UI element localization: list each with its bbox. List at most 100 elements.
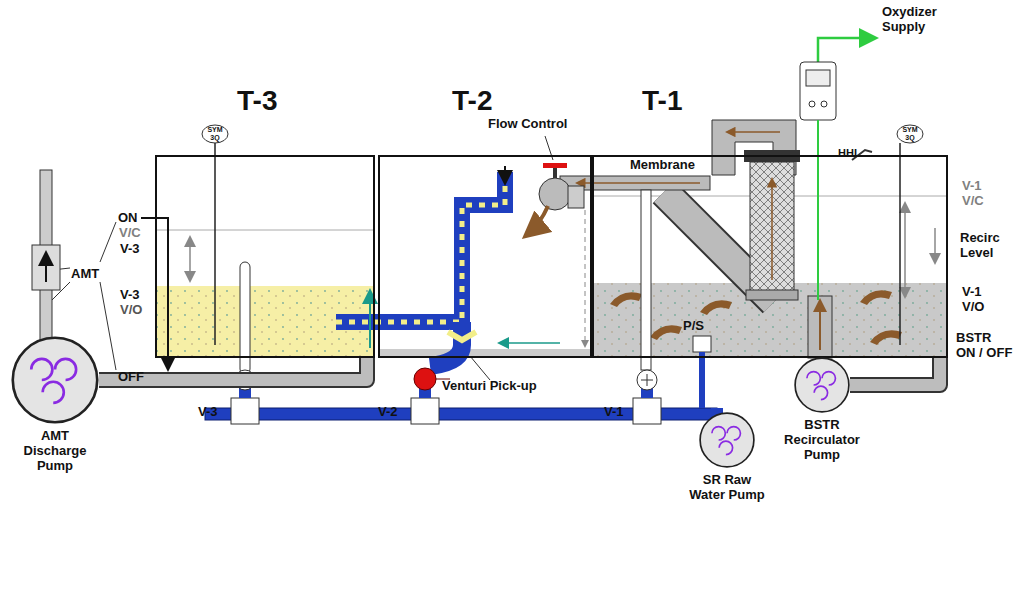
impeller-swirl bbox=[719, 441, 732, 454]
part-label: ON bbox=[118, 210, 138, 225]
symbol-tag: SYM 3Q bbox=[898, 126, 922, 142]
part-label: Recirc Level bbox=[960, 230, 1020, 260]
impeller-swirl bbox=[727, 427, 740, 440]
impeller-swirl bbox=[712, 427, 725, 440]
tank-title: T-1 bbox=[642, 85, 682, 117]
illustration-part bbox=[809, 101, 815, 107]
illustration-part bbox=[818, 38, 874, 62]
impeller-swirl bbox=[43, 382, 64, 403]
illustration-part bbox=[202, 125, 228, 143]
pump-label: BSTR Recirculator Pump bbox=[774, 417, 870, 462]
pump-symbol bbox=[699, 412, 755, 468]
part-label: HHL bbox=[838, 146, 861, 161]
pump-circle: BSTR Recirculator Pump bbox=[794, 357, 850, 413]
pump-label: AMT Discharge Pump bbox=[9, 428, 101, 473]
illustration-part bbox=[934, 228, 936, 262]
pump-circle: AMT Discharge Pump bbox=[11, 336, 99, 424]
tank-title: T-3 bbox=[237, 85, 277, 117]
illustration-part bbox=[610, 292, 642, 307]
illustration-part bbox=[860, 290, 892, 305]
pipe-stroke bbox=[850, 358, 940, 385]
part-label: V-2 bbox=[378, 404, 398, 419]
illustration-part bbox=[214, 143, 216, 345]
part-label: V/O bbox=[120, 302, 142, 317]
illustration-part bbox=[641, 374, 653, 386]
illustration-part bbox=[539, 178, 571, 210]
illustration-part bbox=[585, 210, 586, 346]
venturi-piping bbox=[336, 166, 560, 380]
illustration-part bbox=[808, 296, 832, 358]
illustration-part bbox=[771, 180, 773, 280]
illustration-part bbox=[578, 182, 700, 184]
illustration-part bbox=[897, 125, 923, 143]
illustration-part bbox=[728, 131, 780, 133]
illustration-part bbox=[414, 368, 436, 390]
part-label: BSTR ON / OFF bbox=[956, 330, 1014, 360]
pipe-connector bbox=[850, 358, 940, 385]
pump-casing bbox=[795, 358, 849, 412]
pump-label: SR Raw Water Pump bbox=[689, 472, 765, 502]
pipe-stroke bbox=[850, 358, 940, 385]
part-label: Flow Control bbox=[488, 116, 567, 131]
illustration-part bbox=[750, 162, 794, 297]
tank-liquid bbox=[156, 283, 947, 357]
illustration-part bbox=[156, 230, 375, 231]
illustration-part bbox=[336, 172, 505, 322]
illustration-part bbox=[470, 356, 490, 380]
illustration-part bbox=[806, 70, 830, 86]
illustration-part bbox=[504, 166, 506, 182]
illustration-part bbox=[45, 254, 47, 282]
illustration-part bbox=[528, 206, 548, 234]
tank-box: T-3 bbox=[155, 155, 375, 358]
illustration-part bbox=[189, 238, 191, 280]
illustration-part bbox=[746, 290, 798, 300]
part-label: P/S bbox=[683, 318, 704, 333]
part-label: OFF bbox=[118, 369, 144, 384]
raw-water-header bbox=[205, 262, 723, 424]
part-label: V-1 bbox=[604, 404, 624, 419]
illustration-part bbox=[693, 336, 711, 352]
illustration-part bbox=[870, 330, 902, 345]
part-label: V/O bbox=[962, 299, 984, 314]
symbol-tag: SYM 3Q bbox=[203, 126, 227, 142]
illustration-part bbox=[637, 370, 657, 390]
part-label: V-3 bbox=[198, 404, 218, 419]
illustration-part bbox=[699, 352, 705, 408]
illustration-part bbox=[32, 245, 60, 290]
tank-box: T-1 bbox=[592, 155, 948, 358]
pump-symbol bbox=[794, 357, 850, 413]
level-markers bbox=[52, 125, 947, 376]
illustration-part bbox=[650, 325, 682, 340]
part-label: V/C bbox=[962, 193, 984, 208]
tank-box: T-2 bbox=[378, 155, 592, 358]
pump-casing bbox=[13, 338, 97, 422]
part-label: Membrane bbox=[630, 157, 695, 172]
part-label: AMT bbox=[71, 266, 99, 281]
impeller-swirl bbox=[822, 372, 835, 385]
illustration-part bbox=[231, 398, 259, 424]
illustration-part bbox=[430, 322, 462, 366]
flow-control-valve bbox=[528, 136, 585, 346]
illustration-part bbox=[369, 292, 371, 348]
impeller-swirl bbox=[807, 372, 820, 385]
part-label: V-1 bbox=[962, 178, 982, 193]
part-label: Oxydizer Supply bbox=[882, 4, 946, 34]
oxidizer-line bbox=[800, 38, 874, 120]
impeller-swirl bbox=[814, 386, 827, 399]
illustration-part bbox=[633, 398, 661, 424]
illustration-part bbox=[100, 222, 116, 370]
part-label: V-1 bbox=[962, 284, 982, 299]
pump-symbol bbox=[11, 336, 99, 424]
illustration-part bbox=[821, 101, 827, 107]
illustration-part bbox=[904, 204, 906, 296]
illustration-part bbox=[899, 143, 901, 345]
amt-riser bbox=[32, 170, 60, 340]
illustration-part bbox=[379, 349, 591, 357]
impeller-swirl bbox=[31, 359, 52, 380]
impeller-swirl bbox=[55, 359, 76, 380]
illustration-part bbox=[568, 186, 584, 208]
illustration-part bbox=[700, 300, 732, 315]
illustration-part bbox=[500, 342, 560, 344]
pump-casing bbox=[700, 413, 754, 467]
